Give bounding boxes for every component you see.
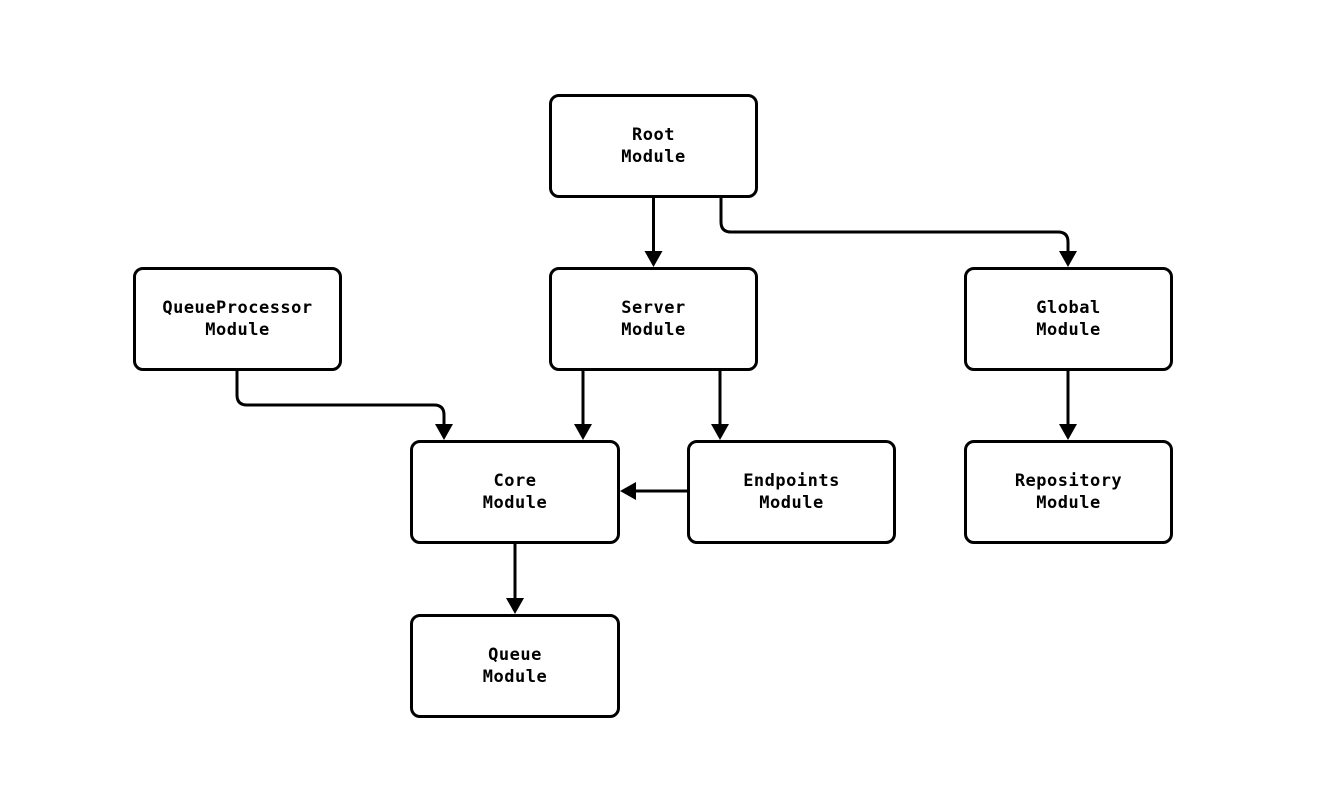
node-label-primary: Queue	[488, 645, 542, 665]
edge-line	[235, 371, 446, 426]
arrowhead-icon	[620, 482, 636, 500]
node-label-primary: Root	[632, 125, 675, 145]
node-label-primary: Core	[493, 471, 537, 491]
node-label-secondary: Module	[621, 320, 686, 340]
edge-server-to-endpoints	[711, 371, 729, 440]
node-label-secondary: Module	[759, 493, 824, 513]
node-label-secondary: Module	[1036, 493, 1101, 513]
edge-root-to-global	[719, 198, 1077, 267]
arrowhead-icon	[644, 251, 663, 267]
node-label-primary: QueueProcessor	[162, 298, 313, 318]
node-label-secondary: Module	[1036, 320, 1101, 340]
edge-server-to-core	[574, 371, 592, 440]
node-label-secondary: Module	[482, 667, 548, 687]
arrowhead-icon	[1059, 251, 1077, 267]
edge-line	[719, 198, 1070, 253]
node-label-primary: Global	[1036, 298, 1101, 318]
edge-root-to-server	[644, 198, 663, 267]
node-label-primary: Endpoints	[743, 471, 840, 491]
edge-queueprocessor-to-core	[235, 371, 453, 440]
node-label-secondary: Module	[621, 147, 686, 167]
node-label-secondary: Module	[482, 493, 548, 513]
edge-endpoints-to-core	[620, 482, 687, 500]
arrowhead-icon	[711, 424, 729, 440]
arrowhead-icon	[506, 598, 524, 614]
arrowhead-icon	[1059, 424, 1077, 440]
arrowhead-icon	[435, 424, 453, 440]
node-label-secondary: Module	[205, 320, 270, 340]
node-label-primary: Repository	[1014, 471, 1123, 491]
edge-global-to-repository	[1059, 371, 1077, 440]
arrowhead-icon	[574, 424, 592, 440]
node-label-primary: Server	[621, 298, 686, 318]
edge-core-to-queue	[506, 544, 524, 614]
